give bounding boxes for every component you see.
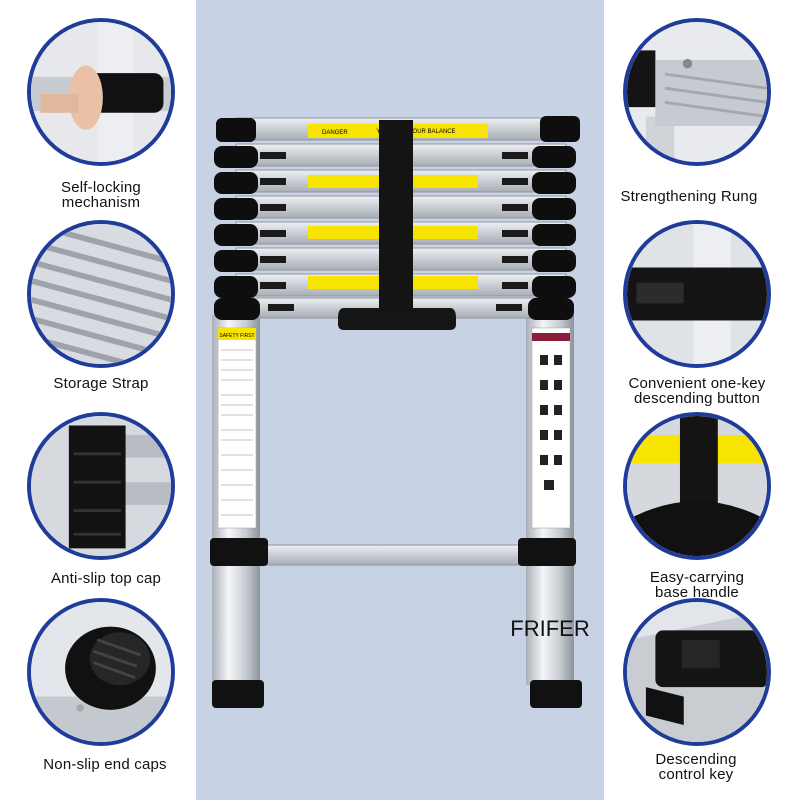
self-locking-mechanism-icon xyxy=(27,18,175,166)
telescopic-ladder-image: SAFETY FIRST FRIFER xyxy=(210,116,590,708)
feature-label-strengthening-rung: Strengthening Rung xyxy=(620,188,758,205)
right-foot-cap xyxy=(530,680,582,708)
strengthening-rung-icon xyxy=(623,18,771,166)
anti-slip-top-cap-icon xyxy=(27,412,175,560)
control-key-icon xyxy=(623,598,771,746)
feature-label-storage-strap: Storage Strap xyxy=(53,375,149,392)
feature-label-carrying-handle: Easy-carrying base handle xyxy=(649,569,745,601)
left-rung-cap xyxy=(210,538,268,566)
safety-first-band xyxy=(218,328,256,340)
feature-label-anti-slip: Anti-slip top cap xyxy=(50,570,162,587)
right-rung-cap xyxy=(518,538,576,566)
balance-text: YOU KEEP YOUR BALANCE xyxy=(376,129,455,135)
brand-text: FRIFER xyxy=(510,616,589,641)
danger-text: DANGER xyxy=(322,130,348,136)
feature-label-one-key: Convenient one-key descending button xyxy=(628,375,766,407)
feature-label-control-key: Descending control key xyxy=(655,751,737,783)
non-slip-end-caps-icon xyxy=(27,598,175,746)
feature-label-self-locking: Self-locking mechanism xyxy=(61,179,141,211)
sticker-header-band xyxy=(532,333,570,341)
bottom-rung xyxy=(259,544,527,566)
storage-strap-icon xyxy=(27,220,175,368)
carrying-strap xyxy=(379,120,413,316)
safety-sticker-left xyxy=(217,327,257,529)
left-foot-cap xyxy=(212,680,264,708)
one-key-button-icon xyxy=(623,220,771,368)
safety-first-text: SAFETY FIRST xyxy=(219,333,254,339)
safety-sticker-right xyxy=(531,327,571,529)
carrying-handle-icon xyxy=(623,412,771,560)
carry-handle xyxy=(338,308,456,330)
side-caps xyxy=(214,116,580,320)
feature-label-end-caps: Non-slip end caps xyxy=(43,756,167,773)
